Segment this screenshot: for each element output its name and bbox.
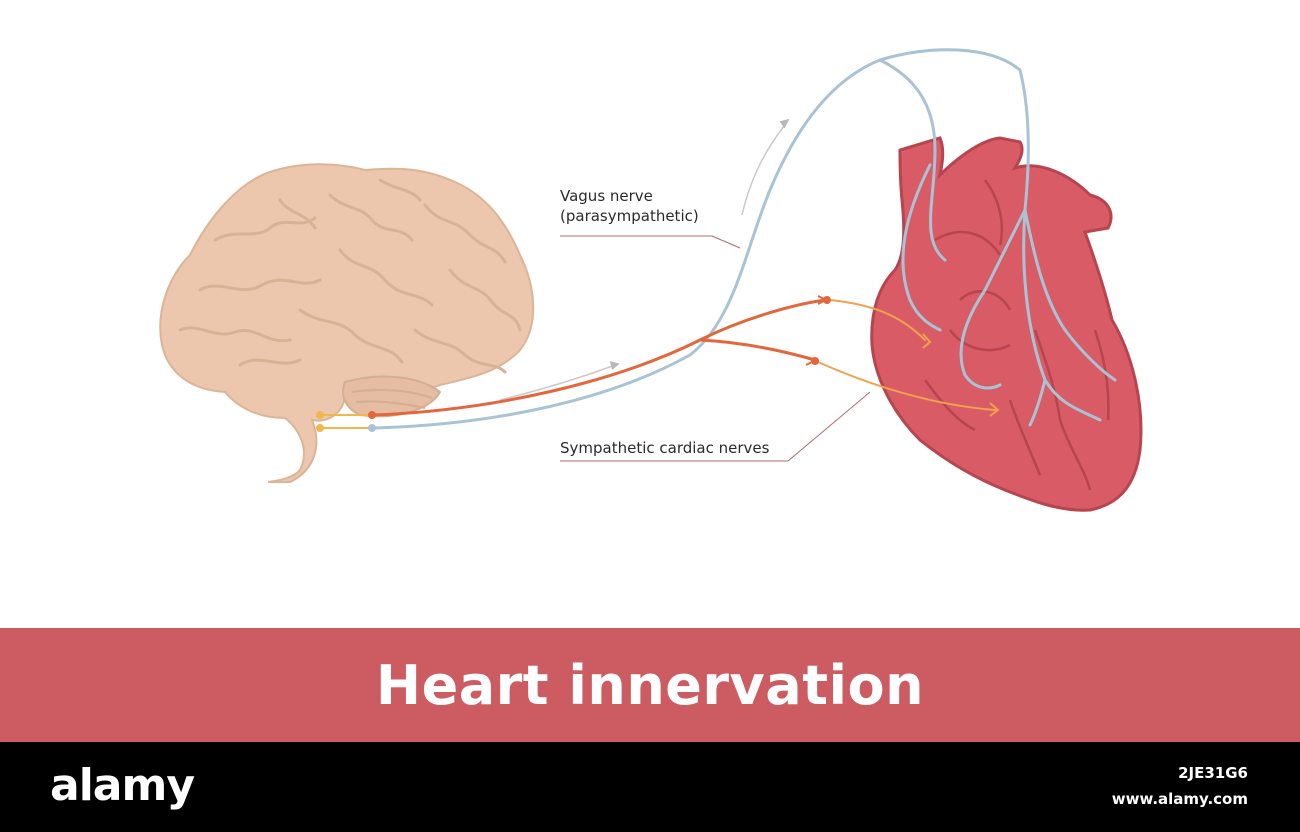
label-leader-lines (560, 235, 871, 462)
brain-illustration (159, 163, 535, 483)
title-band: Heart innervation (0, 628, 1300, 742)
vagus-nerve-label-line1: Vagus nerve (560, 187, 653, 205)
vagus-nerve-label: Vagus nerve (parasympathetic) (560, 186, 699, 226)
direction-arrows (499, 118, 790, 401)
footer-bar: alamy 2JE31G6 www.alamy.com (0, 742, 1300, 832)
nerve-origin-connectors (316, 411, 376, 432)
vagus-nerve-label-line2: (parasympathetic) (560, 207, 699, 225)
image-id: 2JE31G6 (1178, 764, 1248, 782)
heart-innervation-illustration (159, 48, 1143, 512)
source-url: www.alamy.com (1111, 790, 1248, 808)
sympathetic-cardiac-nerves-label: Sympathetic cardiac nerves (560, 439, 770, 457)
nerve-synapse-markers (805, 295, 1000, 417)
alamy-logo: alamy (50, 760, 195, 811)
page-title: Heart innervation (375, 653, 925, 717)
heart-illustration (870, 136, 1143, 512)
vagus-nerve (372, 48, 1117, 430)
sympathetic-cardiac-nerves (372, 298, 996, 417)
